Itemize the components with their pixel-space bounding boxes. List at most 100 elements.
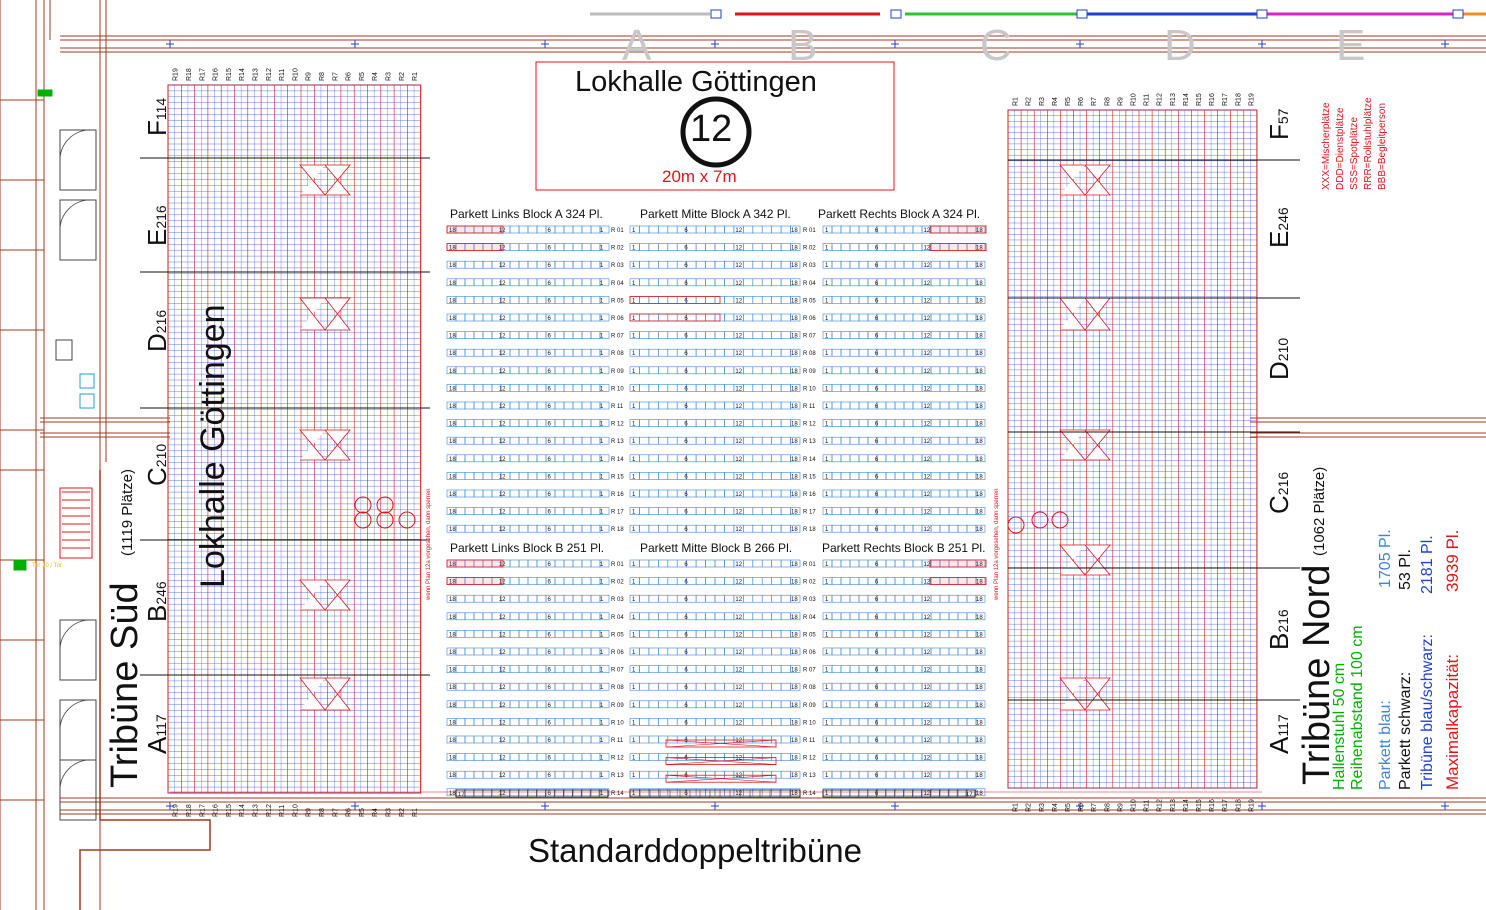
parkett-a-left-seat	[554, 366, 565, 375]
parkett-b-right-seat	[912, 594, 923, 603]
parkett-a-mid-seat	[686, 419, 697, 427]
parkett-a-left-seat	[536, 366, 547, 375]
parkett-b-left-seat	[464, 682, 475, 691]
parkett-b-left-seat-number: 12	[499, 720, 506, 726]
parkett-b-left-seat	[554, 753, 565, 761]
parkett-b-mid-seat-number: 12	[735, 615, 742, 621]
parkett-a-mid-seat-number: 12	[735, 439, 742, 445]
parkett-a-mid-seat	[648, 507, 659, 515]
tribune-sued-row-label-bottom: R1	[412, 808, 419, 817]
parkett-a-right-seat	[930, 454, 941, 463]
parkett-a-left-seat	[599, 454, 610, 463]
door-frame	[59, 699, 97, 761]
parkett-b-mid-seat	[705, 700, 716, 709]
parkett-b-mid-seat-number: 1	[632, 632, 636, 638]
parkett-b-mid-seat	[695, 647, 706, 656]
tribune-sued-row-label-bottom: R13	[252, 804, 259, 817]
parkett-b-right-seat	[885, 682, 896, 691]
parkett-b-mid-seat	[648, 559, 659, 568]
room-icon	[79, 373, 95, 389]
parkett-a-mid-seat	[790, 243, 801, 251]
parkett-a-mid-seat	[790, 384, 801, 392]
parkett-a-right-seat	[849, 296, 860, 304]
tribune-sued-row-label-top: R12	[266, 68, 273, 81]
parkett-a-left-seat	[482, 454, 493, 463]
service-seats	[629, 295, 721, 304]
parkett-b-right-seat	[894, 700, 905, 709]
parkett-a-left-seat	[455, 366, 466, 375]
parkett-a-left-seat	[464, 419, 475, 427]
parkett-b-right-seat-number: 6	[875, 562, 879, 568]
parkett-b-left-seat	[599, 612, 610, 621]
axis-letter-a: A	[622, 21, 652, 70]
parkett-b-left-seat	[509, 647, 520, 656]
parkett-a-right-seat	[903, 384, 914, 392]
parkett-a-left-seat-number: 18	[449, 228, 456, 234]
parkett-a-left-seat	[527, 225, 538, 234]
parkett-a-right-seat	[957, 454, 968, 463]
parkett-a-mid-seat	[714, 454, 725, 463]
parkett-b-left-seat	[536, 718, 547, 726]
parkett-a-right-seat	[903, 331, 914, 339]
parkett-b-right-seat-number: 18	[976, 738, 983, 744]
parkett-a-mid-seat	[695, 243, 706, 251]
parkett-a-mid-seat	[780, 348, 791, 357]
parkett-a-right-seat	[876, 225, 887, 234]
parkett-a-left-seat	[563, 472, 574, 480]
parkett-b-right-seat	[912, 682, 923, 691]
parkett-b-left-seat	[473, 735, 484, 744]
parkett-b-left-seat	[464, 612, 475, 621]
parkett-a-mid-seat	[639, 401, 650, 410]
parkett-a-mid-seat-number: 1	[632, 298, 636, 304]
wheelchair-seats	[929, 559, 987, 568]
parkett-b-left-seat	[482, 753, 493, 761]
parkett-a-left-seat	[455, 489, 466, 498]
parkett-a-right-seat-number: 1	[825, 404, 829, 410]
parkett-a-right-seat	[930, 524, 941, 533]
parkett-b-right-seat-number: 6	[875, 615, 879, 621]
parkett-a-left-seat-number: 6	[547, 386, 551, 392]
parkett-b-left-seat	[518, 559, 529, 568]
parkett-a-left-seat	[554, 489, 565, 498]
parkett-b-right-seat	[876, 594, 887, 603]
parkett-b-left-seat	[599, 700, 610, 709]
parkett-b-right-seat	[903, 718, 914, 726]
parkett-b-right-seat	[858, 630, 869, 638]
parkett-a-mid-seat	[686, 489, 697, 498]
parkett-a-left-seat	[518, 225, 529, 234]
parkett-b-right-seat	[894, 630, 905, 638]
parkett-b-right-seat	[930, 682, 941, 691]
parkett-a-left-seat-number: 6	[547, 334, 551, 340]
parkett-a-right-seat	[885, 507, 896, 515]
parkett-a-mid-seat	[724, 331, 735, 339]
parkett-b-left-seat	[590, 735, 601, 744]
parkett-a-left-seat	[572, 524, 583, 533]
parkett-b-right-seat	[840, 700, 851, 709]
parkett-a-mid-title: Parkett Mitte Block A 342 Pl.	[640, 207, 791, 221]
parkett-a-mid-seat	[714, 472, 725, 480]
blocked-seats	[665, 739, 777, 748]
parkett-b-right-seat	[831, 559, 842, 568]
parkett-a-right-seat	[876, 384, 887, 392]
parkett-a-mid-seat-number: 12	[735, 457, 742, 463]
parkett-b-mid-seat	[648, 700, 659, 709]
parkett-a-left-seat	[581, 243, 592, 251]
parkett-a-right-seat	[876, 331, 887, 339]
parkett-a-left-seat-number: 18	[449, 492, 456, 498]
blocked-seats	[665, 757, 777, 765]
parkett-a-left-seat	[518, 419, 529, 427]
parkett-a-mid-seat	[752, 489, 763, 498]
parkett-a-row-label: R 01	[611, 228, 624, 234]
parkett-a-right-seat	[849, 278, 860, 287]
parkett-a-mid-seat	[752, 454, 763, 463]
parkett-b-right-seat	[885, 718, 896, 726]
parkett-a-left-seat	[536, 348, 547, 357]
parkett-a-right-seat	[939, 366, 950, 375]
parkett-a-right-seat-number: 1	[825, 246, 829, 252]
tribune-nord-row-label-bottom: R9	[1117, 803, 1124, 812]
parkett-b-mid-seat	[743, 612, 754, 621]
parkett-a-right-seat	[957, 331, 968, 339]
parkett-b-mid-seat	[639, 735, 650, 744]
axis-letter-b: B	[788, 21, 818, 70]
parkett-b-mid-seat-number: 1	[632, 756, 636, 762]
